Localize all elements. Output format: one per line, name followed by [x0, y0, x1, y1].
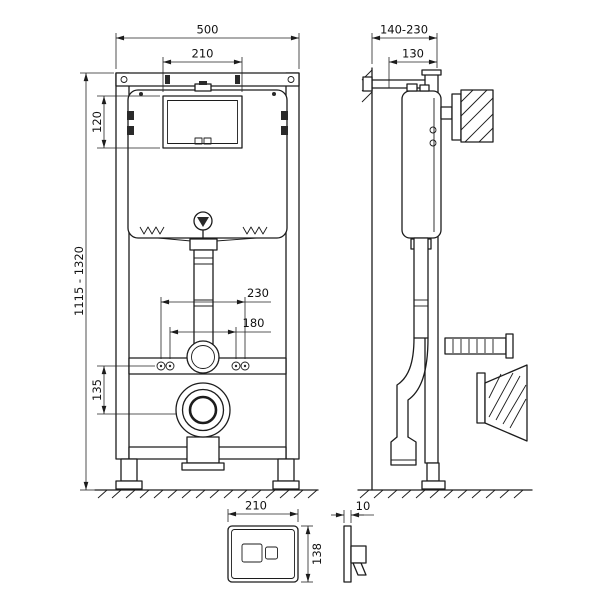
side-rail-cap	[421, 69, 442, 76]
side-ground-hatch	[359, 489, 524, 499]
plate-side-dimensions: 10	[331, 499, 374, 523]
access-panel	[162, 95, 243, 149]
anchor-bolt	[362, 76, 373, 92]
dim-access-panel-width: 210	[192, 47, 214, 61]
rod-end-cap	[505, 333, 514, 359]
dim-frame-depth: 130	[402, 47, 424, 61]
hanger-mark-left	[165, 75, 170, 84]
cistern-dot-left	[139, 92, 143, 96]
dim-plate-width: 210	[245, 499, 267, 513]
dim-overall-width: 500	[197, 23, 219, 37]
funnel-right	[215, 237, 258, 242]
ground-hatch	[97, 489, 318, 499]
flush-button-large	[241, 543, 263, 563]
panel-detail-2	[203, 137, 212, 145]
flush-plate-front-view: 210 138	[227, 499, 324, 583]
plate-profile	[343, 525, 352, 583]
threaded-rod	[444, 337, 507, 355]
plate-mount-hook	[352, 562, 367, 576]
front-view: 500 210 120 1115 - 1320 230 180	[72, 23, 319, 499]
adjust-knob-2	[429, 139, 437, 147]
front-view-dimensions: 500 210 120 1115 - 1320 230 180	[72, 23, 300, 491]
clip-left-1	[127, 111, 134, 120]
dim-height-range: 1115 - 1320	[72, 246, 86, 316]
drain-flange	[181, 462, 225, 471]
inlet-rod	[440, 106, 453, 120]
flush-button-small	[265, 546, 278, 560]
cistern-dot-right	[272, 92, 276, 96]
cone-plate	[476, 372, 486, 424]
fixing-bolt-4	[240, 361, 250, 371]
connector-cone	[484, 364, 528, 442]
cone-hatch	[488, 372, 527, 429]
left-foot	[120, 458, 138, 482]
cistern-top-cap-1	[406, 83, 418, 92]
dim-outlet-offset: 135	[90, 379, 104, 401]
dim-plate-height: 138	[310, 543, 324, 565]
flush-bend	[390, 237, 432, 466]
elbow-inner	[396, 337, 415, 438]
side-view: 140-230 130	[357, 23, 533, 499]
corner-screw-right	[287, 76, 295, 83]
bolt-dot-1	[159, 364, 163, 368]
cistern	[127, 81, 288, 242]
cistern-side-body	[401, 90, 442, 239]
hanger-mark-right	[235, 75, 240, 84]
clip-right-2	[281, 126, 288, 135]
fixing-bolt-1	[156, 361, 166, 371]
serration-left	[139, 226, 165, 235]
dim-fixing-spacing-inner: 180	[243, 316, 265, 330]
feet-and-ground	[94, 458, 319, 499]
dim-fixing-spacing-outer: 230	[247, 286, 269, 300]
cistern-side	[401, 83, 494, 239]
rod-threads	[452, 339, 494, 353]
clip-right-1	[281, 111, 288, 120]
side-foot-base	[421, 480, 446, 490]
flush-plate-inner	[231, 529, 295, 579]
bolt-dot-2	[168, 364, 172, 368]
drain-outlet-seal	[188, 395, 218, 425]
elbow-bell	[390, 436, 417, 466]
flush-valve-triangle	[197, 217, 209, 227]
dim-plate-thickness: 10	[356, 499, 371, 513]
inlet-connector-inner	[191, 345, 215, 369]
access-panel-inner	[167, 100, 238, 144]
drain-outlet-mid	[181, 388, 225, 432]
side-foot	[426, 462, 440, 482]
right-foot	[277, 458, 295, 482]
wc-connector-set	[444, 333, 528, 442]
dim-access-panel-height: 120	[90, 111, 104, 133]
pipe-collar	[189, 238, 218, 251]
bolt-dot-3	[234, 364, 238, 368]
wall-plate	[451, 93, 462, 141]
clip-left-2	[127, 126, 134, 135]
anchor-block-hatch	[460, 89, 494, 143]
flush-pipe-assembly	[128, 238, 287, 471]
plate-mount-stub	[350, 545, 367, 564]
right-foot-base	[272, 480, 300, 490]
flush-plate-side-view: 10	[331, 499, 374, 583]
flush-plate-dimensions: 210 138	[227, 499, 324, 583]
drain-pipe	[186, 436, 220, 464]
funnel-left	[157, 237, 192, 242]
fixing-bolt-2	[165, 361, 175, 371]
corner-screw-left	[120, 76, 128, 83]
dim-depth-range: 140-230	[380, 23, 428, 37]
side-flush-pipe	[413, 237, 429, 339]
adjust-knob-1	[429, 126, 437, 134]
left-foot-base	[115, 480, 143, 490]
cistern-top-cap-2	[419, 84, 430, 92]
fill-cap	[194, 83, 212, 92]
side-foot-and-ground	[357, 462, 533, 499]
panel-detail-1	[194, 137, 203, 145]
fixing-bolt-3	[231, 361, 241, 371]
bolt-dot-4	[243, 364, 247, 368]
flush-plate	[227, 525, 299, 583]
elbow-outer	[407, 337, 429, 438]
serration-right	[242, 226, 268, 235]
side-view-dimensions: 140-230 130	[371, 23, 438, 88]
wall	[361, 67, 373, 491]
fill-cap-top	[199, 81, 207, 85]
